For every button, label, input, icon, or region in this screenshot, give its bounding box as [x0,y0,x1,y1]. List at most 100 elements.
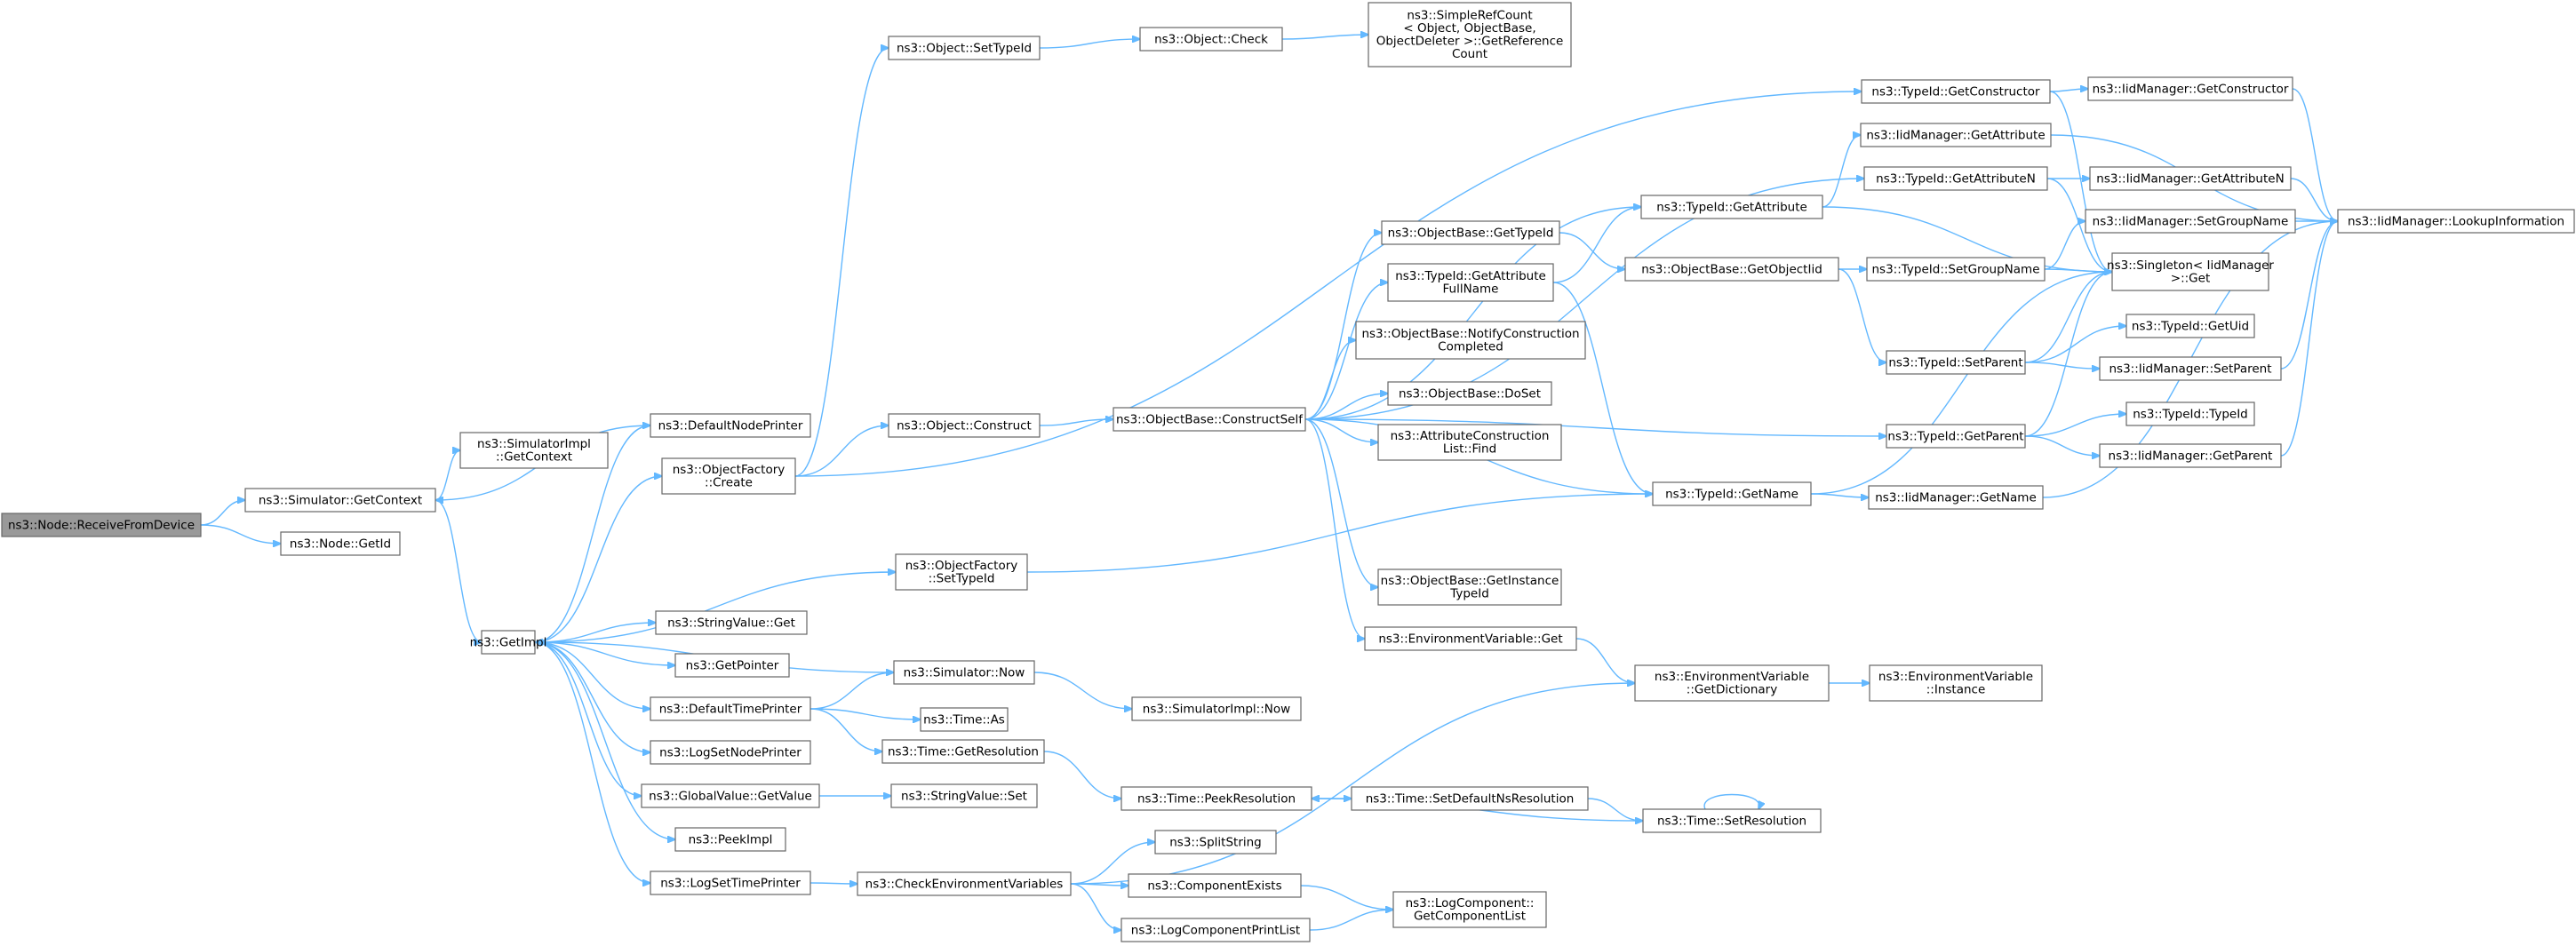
node-box[interactable] [1869,664,2043,702]
node-box[interactable] [1652,481,1812,506]
node-timegetresolution[interactable]: ns3::Time::GetResolution [881,739,1045,764]
node-obdoset[interactable]: ns3::ObjectBase::DoSet [1387,381,1552,406]
node-box[interactable] [1381,220,1560,245]
node-box[interactable] [2085,209,2296,234]
node-obgettypeid[interactable]: ns3::ObjectBase::GetTypeId [1381,220,1560,245]
node-box[interactable] [881,739,1045,764]
node-simimplctx[interactable]: ns3::SimulatorImpl::GetContext [459,432,609,469]
node-constructself[interactable]: ns3::ObjectBase::ConstructSelf [1113,407,1306,432]
node-objfactorycreate[interactable]: ns3::ObjectFactory::Create [661,457,796,495]
node-box[interactable] [650,870,811,895]
node-box[interactable] [1866,257,2046,282]
node-box[interactable] [1139,27,1283,52]
node-objectsettypeid[interactable]: ns3::Object::SetTypeId [888,36,1041,60]
node-box[interactable] [2111,252,2269,291]
node-box[interactable] [1368,2,1572,68]
node-typeidtypeid[interactable]: ns3::TypeId::TypeId [2125,401,2255,426]
node-box[interactable] [1355,321,1586,360]
node-box[interactable] [2089,166,2292,191]
node-box[interactable] [2125,401,2255,426]
node-timesetdefaultns[interactable]: ns3::Time::SetDefaultNsResolution [1351,786,1589,811]
node-receive[interactable]: ns3::Node::ReceiveFromDevice [1,513,202,537]
node-getcontext[interactable]: ns3::Simulator::GetContext [244,488,436,513]
node-objectcheck[interactable]: ns3::Object::Check [1139,27,1283,52]
node-box[interactable] [1863,166,2048,191]
node-timepeekresolution[interactable]: ns3::Time::PeekResolution [1121,786,1312,811]
node-box[interactable] [2337,209,2575,234]
node-box[interactable] [890,783,1038,808]
node-iidgetconstructor[interactable]: ns3::IidManager::GetConstructor [2087,76,2293,101]
node-obgetobjectiid[interactable]: ns3::ObjectBase::GetObjectIid [1624,257,1839,282]
node-box[interactable] [857,871,1072,896]
node-box[interactable] [888,36,1041,60]
node-box[interactable] [650,696,811,721]
node-box[interactable] [1121,786,1312,811]
node-box[interactable] [2087,76,2293,101]
node-logcomponentprintlist[interactable]: ns3::LogComponentPrintList [1121,918,1311,942]
node-box[interactable] [481,630,536,655]
node-envvargetdictionary[interactable]: ns3::EnvironmentVariable::GetDictionary [1634,664,1830,702]
node-logsettimeprinter[interactable]: ns3::LogSetTimePrinter [650,870,811,895]
node-iidgetname[interactable]: ns3::IidManager::GetName [1868,485,2044,510]
node-objfactorysettypeid[interactable]: ns3::ObjectFactory::SetTypeId [895,553,1028,591]
node-box[interactable] [1387,263,1554,302]
node-box[interactable] [655,610,808,635]
node-stringvalueget[interactable]: ns3::StringValue::Get [655,610,808,635]
node-box[interactable] [1377,424,1562,461]
node-typeidsetparent[interactable]: ns3::TypeId::SetParent [1886,350,2026,375]
node-box[interactable] [895,553,1028,591]
node-box[interactable] [674,653,790,678]
node-box[interactable] [674,827,786,852]
node-box[interactable] [1392,891,1547,928]
node-box[interactable] [280,531,401,556]
node-simulatornow[interactable]: ns3::Simulator::Now [893,660,1035,685]
node-box[interactable] [2099,443,2282,468]
node-box[interactable] [1,513,202,537]
node-box[interactable] [2125,314,2255,338]
node-globalvaluegetvalue[interactable]: ns3::GlobalValue::GetValue [641,783,820,808]
node-typeidgetuid[interactable]: ns3::TypeId::GetUid [2125,314,2255,338]
node-iidlookup[interactable]: ns3::IidManager::LookupInformation [2337,209,2575,234]
node-typeidgetattributen[interactable]: ns3::TypeId::GetAttributeN [1863,166,2048,191]
node-timeas[interactable]: ns3::Time::As [920,707,1009,732]
node-notifyconstruction[interactable]: ns3::ObjectBase::NotifyConstructionCompl… [1355,321,1586,360]
node-timesetresolution[interactable]: ns3::Time::SetResolution [1642,808,1822,833]
node-typeidgetconstructor[interactable]: ns3::TypeId::GetConstructor [1861,79,2051,104]
node-envvarget[interactable]: ns3::EnvironmentVariable::Get [1364,626,1577,651]
node-box[interactable] [1131,696,1302,721]
node-box[interactable] [459,432,609,469]
node-defaulttimeprinter[interactable]: ns3::DefaultTimePrinter [650,696,811,721]
node-box[interactable] [641,783,820,808]
node-box[interactable] [1642,808,1822,833]
node-iidsetgroupname[interactable]: ns3::IidManager::SetGroupName [2085,209,2296,234]
node-iidgetattribute[interactable]: ns3::IidManager::GetAttribute [1860,123,2052,147]
node-box[interactable] [920,707,1009,732]
node-box[interactable] [244,488,436,513]
node-nodegetid[interactable]: ns3::Node::GetId [280,531,401,556]
node-typeidgetname[interactable]: ns3::TypeId::GetName [1652,481,1812,506]
node-iidsetparent[interactable]: ns3::IidManager::SetParent [2099,356,2282,381]
node-box[interactable] [1886,350,2026,375]
node-box[interactable] [1154,830,1277,855]
node-box[interactable] [650,740,811,765]
node-iidgetparent[interactable]: ns3::IidManager::GetParent [2099,443,2282,468]
node-getimpl[interactable]: ns3::GetImpl [470,630,547,655]
node-box[interactable] [2099,356,2282,381]
node-box[interactable] [1351,786,1589,811]
node-box[interactable] [1121,918,1311,942]
node-box[interactable] [1861,79,2051,104]
node-typeidgetparent[interactable]: ns3::TypeId::GetParent [1886,424,2026,449]
node-box[interactable] [888,413,1041,438]
node-defaultnodeprinter[interactable]: ns3::DefaultNodePrinter [650,413,811,438]
node-objectconstruct[interactable]: ns3::Object::Construct [888,413,1041,438]
node-simimplnow[interactable]: ns3::SimulatorImpl::Now [1131,696,1302,721]
node-box[interactable] [1364,626,1577,651]
node-peekimpl[interactable]: ns3::PeekImpl [674,827,786,852]
node-box[interactable] [1113,407,1306,432]
node-box[interactable] [1624,257,1839,282]
node-box[interactable] [1860,123,2052,147]
node-simplerefcount[interactable]: ns3::SimpleRefCount< Object, ObjectBase,… [1368,2,1572,68]
